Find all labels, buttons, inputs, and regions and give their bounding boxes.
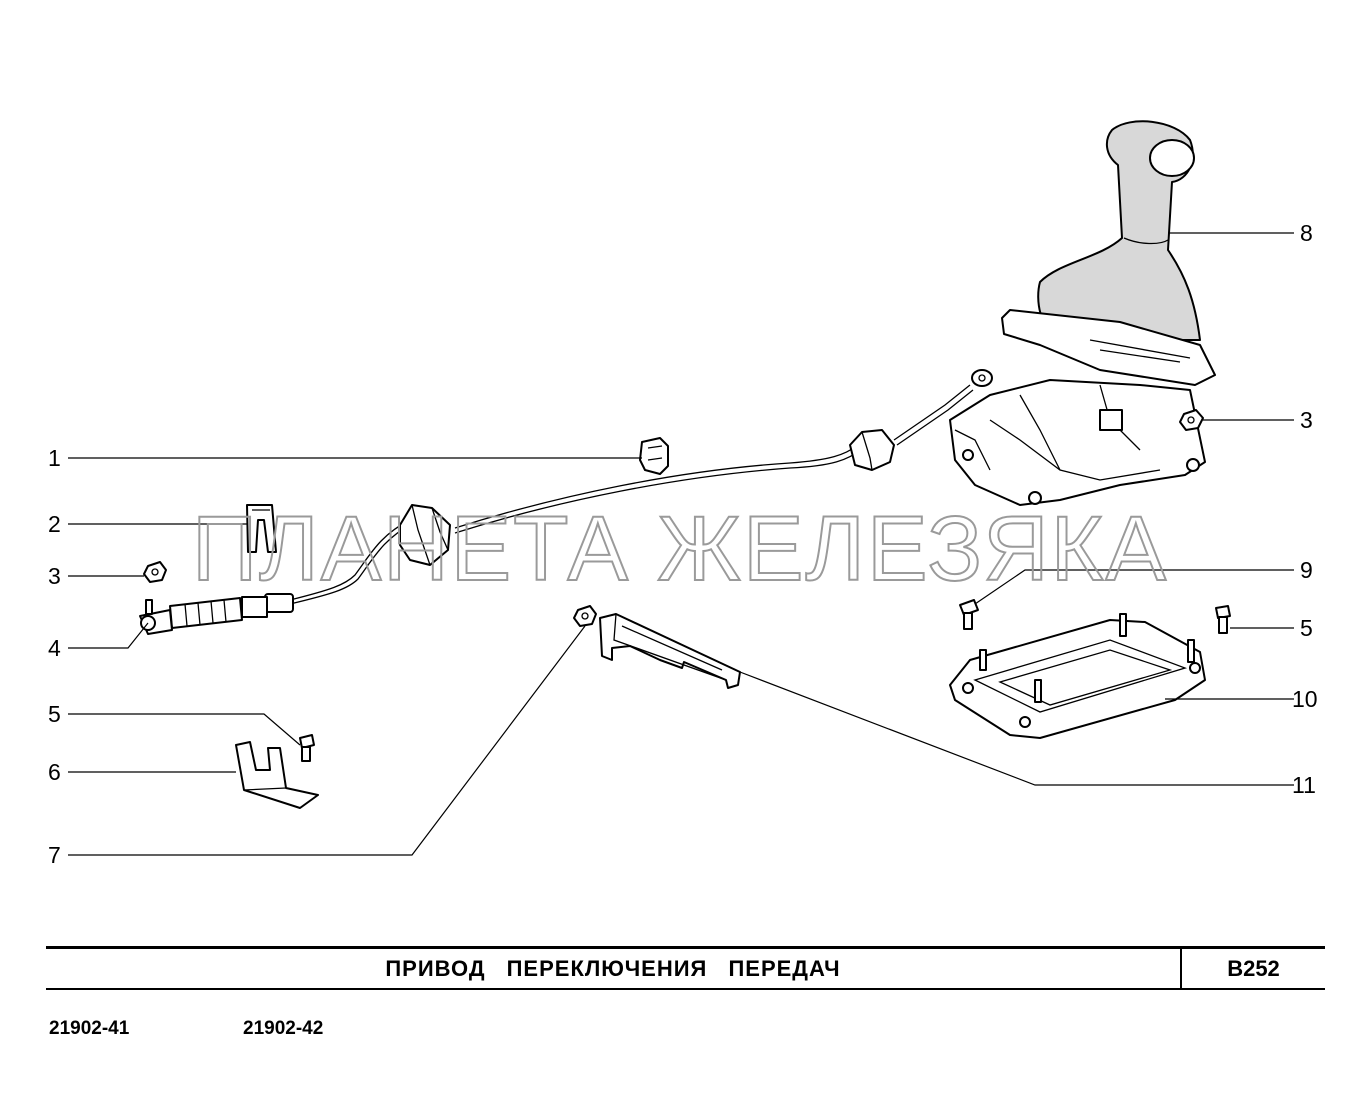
watermark-text: ПЛАНЕТА ЖЕЛЕЗЯКА — [192, 498, 1168, 600]
callout-numbers-right: 8 3 9 5 10 11 — [1292, 220, 1318, 798]
callout-1: 1 — [48, 445, 61, 471]
bolt-part-5-right[interactable] — [1215, 605, 1231, 634]
callout-5-left: 5 — [48, 701, 61, 727]
cable-clip-part-1[interactable] — [639, 437, 669, 475]
model-number-2: 21902-42 — [243, 1018, 324, 1039]
nut-part-7[interactable] — [573, 605, 597, 627]
callout-2: 2 — [48, 511, 61, 537]
nut-part-3-left[interactable] — [143, 561, 167, 583]
model-number-1: 21902-41 — [49, 1018, 130, 1039]
callout-numbers-left: 1 2 3 4 5 6 7 — [48, 445, 61, 868]
callout-5-right: 5 — [1300, 615, 1313, 641]
gear-shifter-part-8[interactable] — [949, 120, 1216, 506]
bolt-part-9[interactable] — [959, 599, 979, 630]
parts-diagram: 1 2 3 4 5 6 7 8 3 9 5 10 11 ПЛАНЕТА ЖЕЛЕ… — [48, 120, 1318, 868]
page-title: ПРИВОД ПЕРЕКЛЮЧЕНИЯ ПЕРЕДАЧ — [385, 955, 841, 981]
bracket-part-6[interactable] — [235, 741, 319, 809]
callout-4: 4 — [48, 635, 61, 661]
callout-10: 10 — [1292, 686, 1318, 712]
callout-3-right: 3 — [1300, 407, 1313, 433]
page-code: B252 — [1227, 955, 1280, 981]
leader-lines — [68, 232, 1294, 856]
callout-9: 9 — [1300, 557, 1313, 583]
title-block: ПРИВОД ПЕРЕКЛЮЧЕНИЯ ПЕРЕДАЧ B252 — [46, 946, 1325, 990]
rail-bracket-part-11[interactable] — [599, 613, 741, 689]
base-plate-part-10[interactable] — [949, 613, 1206, 739]
callout-8: 8 — [1300, 220, 1313, 246]
title-divider — [1180, 949, 1182, 988]
gear-shift-cable[interactable] — [139, 369, 993, 635]
callout-7: 7 — [48, 842, 61, 868]
nut-part-3-right[interactable] — [1179, 409, 1204, 431]
callout-6: 6 — [48, 759, 61, 785]
callout-3-left: 3 — [48, 563, 61, 589]
bolt-part-5-left[interactable] — [299, 734, 315, 762]
callout-11: 11 — [1292, 772, 1316, 798]
retainer-part-2[interactable] — [246, 504, 277, 553]
